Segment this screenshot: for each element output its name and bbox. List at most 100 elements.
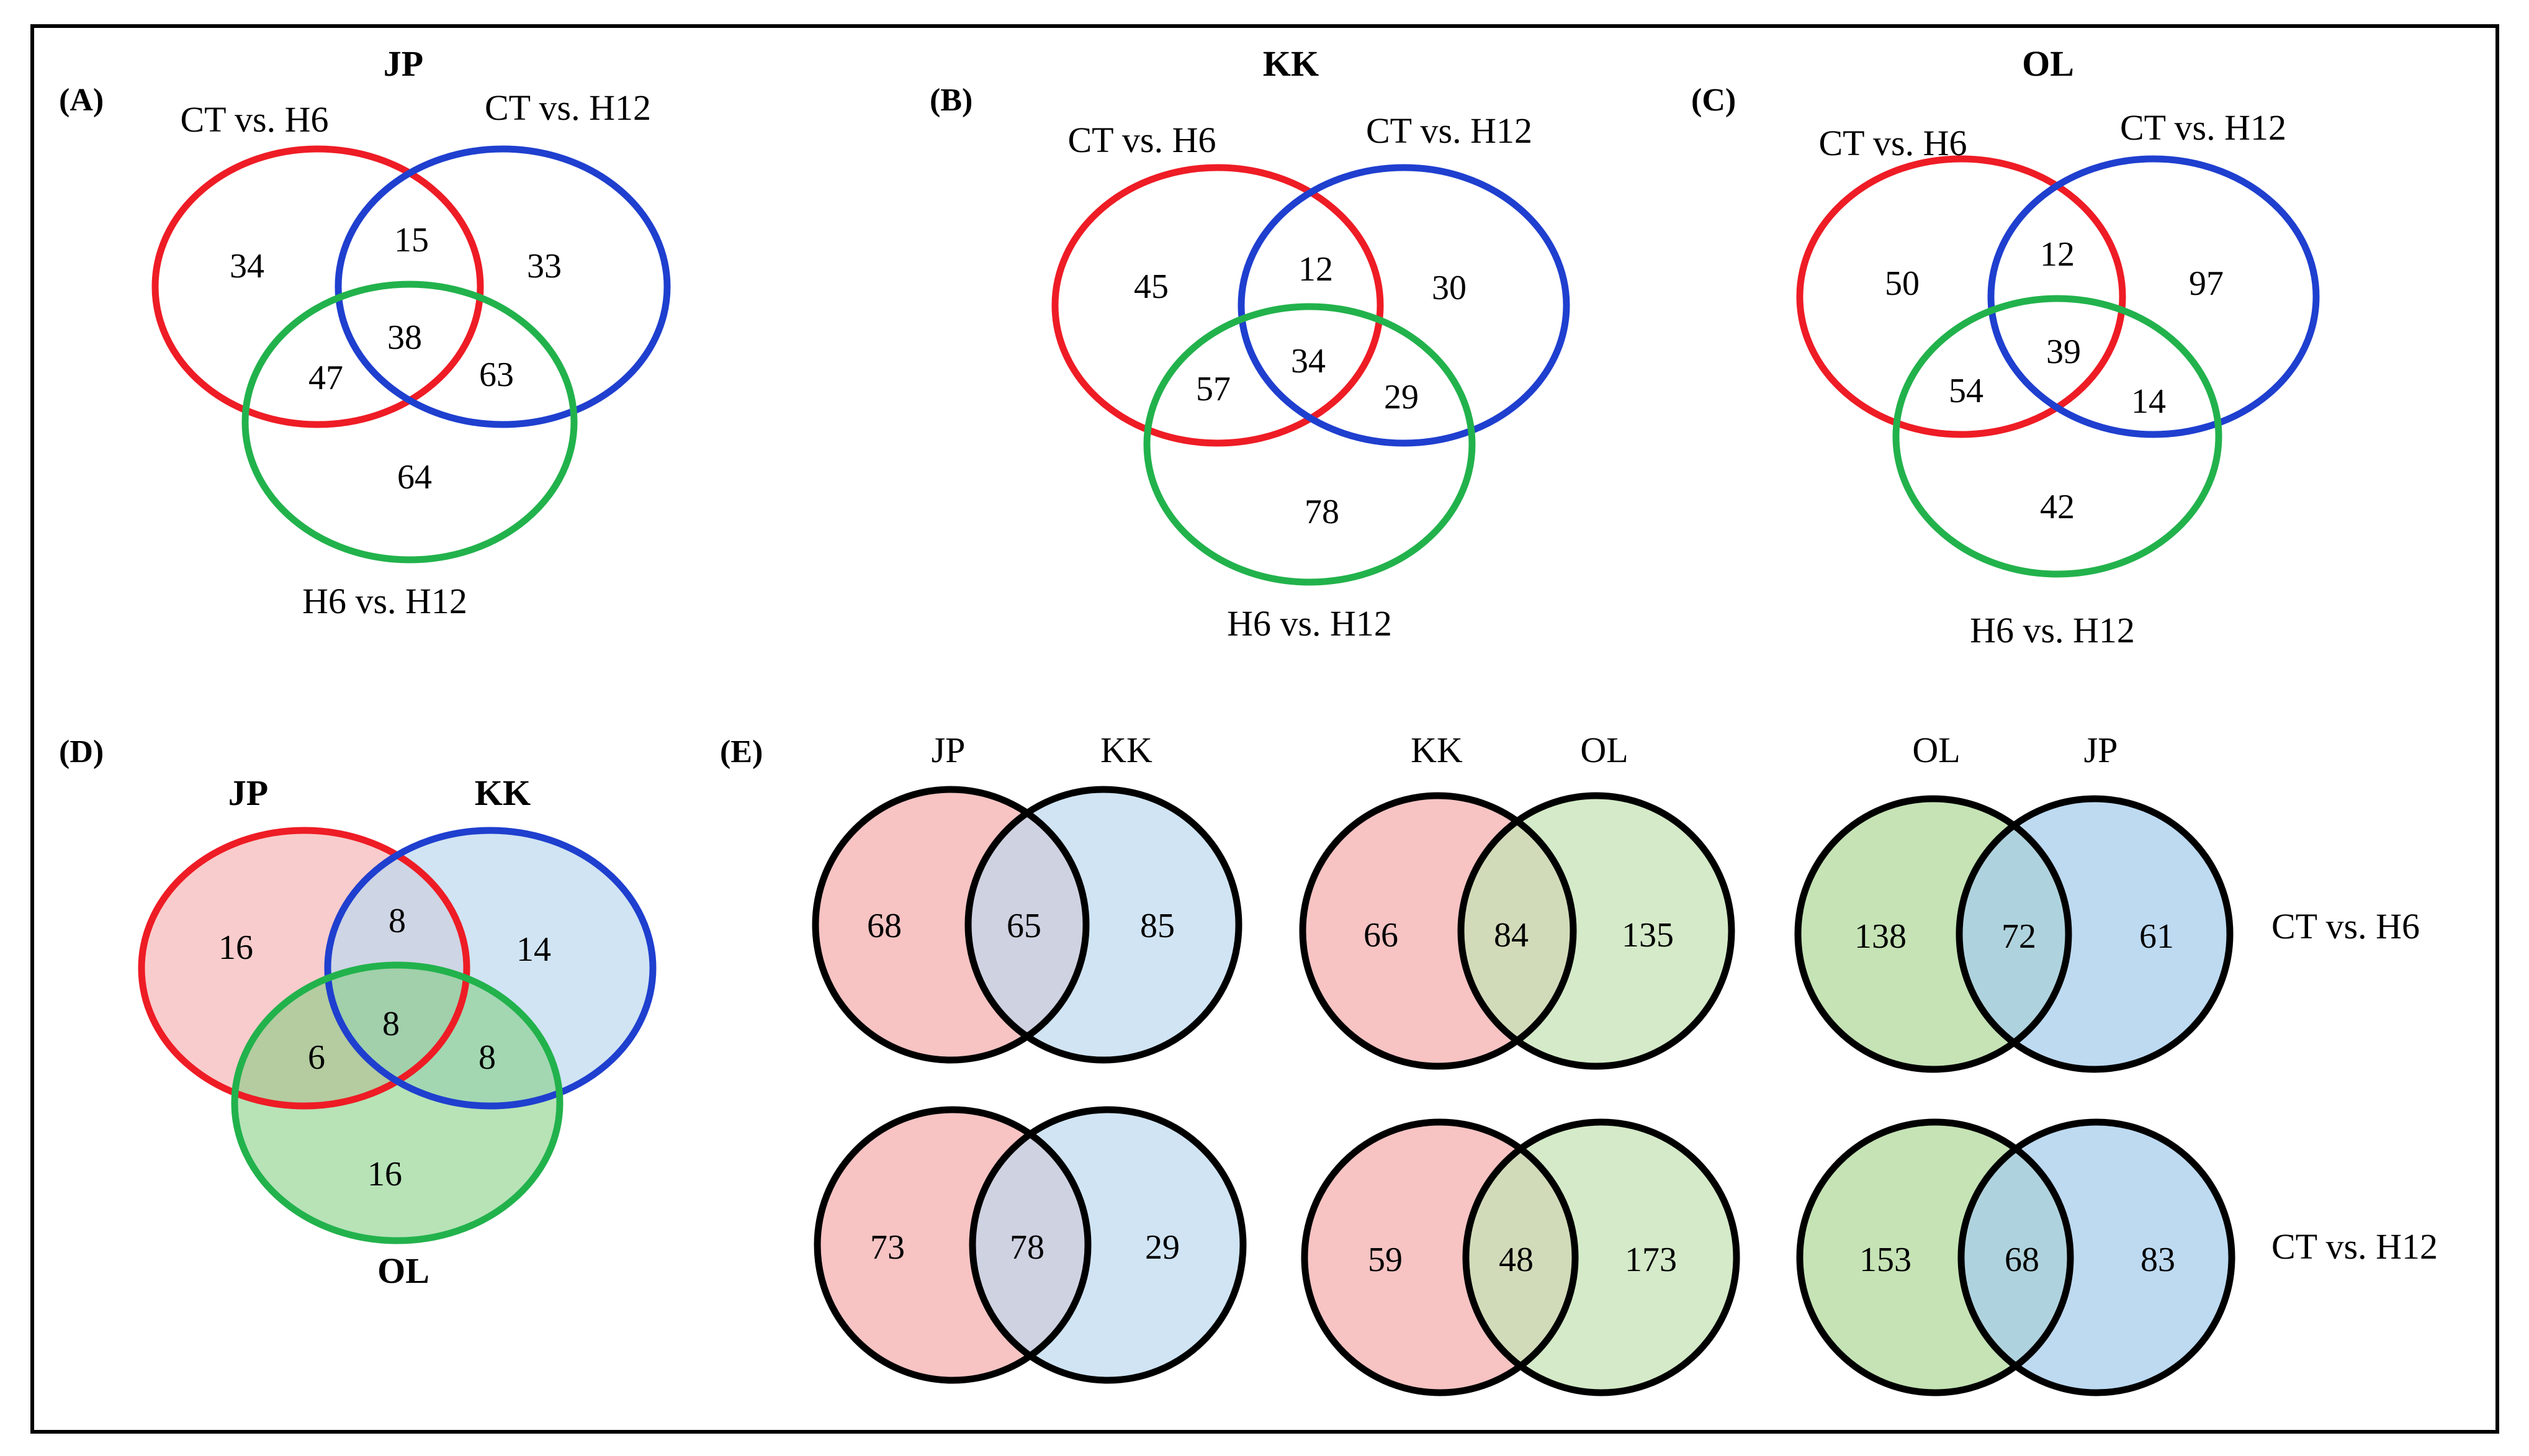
panel-c-title: OL [2022,43,2074,84]
panel-a: (A) JP CT vs. H6 CT vs. H12 H6 vs. H12 3… [59,43,671,621]
region-value: 78 [1010,1228,1044,1267]
region-value: 8 [478,1038,496,1077]
venn-circle-ol [231,961,564,1244]
venn-pair-jp-kk-ct-vs-h6: 68 65 85 [812,786,1242,1064]
region-value: 83 [2140,1241,2175,1279]
venn-circle-ol [1796,1118,2074,1396]
column-header-jp: JP [2084,730,2118,770]
region-value: 61 [2139,917,2174,956]
panel-d: (D) JP KK OL 16 8 14 8 6 8 16 [59,734,657,1291]
venn-circle-kk [964,786,1242,1064]
region-value: 42 [2040,488,2075,526]
region-value: 29 [1384,378,1419,416]
venn-circle-jp [1957,1118,2235,1396]
set-label-h6-vs-h12: H6 vs. H12 [1970,610,2135,650]
venn-circle-ol [1794,795,2072,1073]
region-value: 57 [1196,370,1231,408]
venn-circle-kk [1299,792,1577,1070]
region-value: 54 [1949,372,1983,410]
region-value: 45 [1134,267,1169,306]
region-value: 84 [1494,916,1529,955]
venn-circle-ct-vs-h6 [1051,164,1384,447]
venn-circle-ct-vs-h6 [151,145,484,428]
region-value: 8 [382,1005,400,1043]
region-value: 29 [1145,1228,1180,1267]
region-value: 68 [2005,1241,2039,1279]
region-value: 64 [397,458,432,497]
region-value: 16 [218,928,253,967]
column-header-kk: KK [1100,730,1152,770]
set-label-jp: JP [228,773,268,813]
venn-circle-jp [138,827,470,1110]
region-value: 47 [308,359,343,397]
column-header-jp: JP [932,730,966,770]
region-value: 34 [1291,342,1326,380]
panel-b-title: KK [1263,43,1319,84]
panel-a-title: JP [384,43,423,84]
region-value: 50 [1885,264,1920,303]
panel-d-tag: (D) [59,734,104,770]
region-value: 30 [1432,269,1467,307]
region-value: 59 [1368,1241,1403,1279]
panel-c-tag: (C) [1691,83,1736,118]
column-header-ol: OL [1580,730,1628,770]
panel-e: (E) JP KK KK OL OL JP CT vs. H6 CT vs. H… [720,730,2438,1396]
venn-fill-kk [968,789,1239,1060]
venn-circle-jp [814,1106,1092,1384]
venn-fill-kk [973,1110,1243,1380]
venn-fill-jp [1959,799,2230,1069]
venn-circle-ol [1457,792,1735,1070]
region-value: 15 [394,221,429,259]
set-label-ct-vs-h6: CT vs. H6 [1067,120,1216,160]
set-label-ct-vs-h12: CT vs. H12 [485,88,651,128]
venn-circle-h6-vs-h12 [1143,303,1476,586]
set-label-h6-vs-h12: H6 vs. H12 [1227,603,1392,644]
region-value: 63 [479,356,514,394]
set-label-h6-vs-h12: H6 vs. H12 [302,581,467,621]
row-label-ct-vs-h12: CT vs. H12 [2271,1226,2438,1267]
set-label-ct-vs-h6: CT vs. H6 [180,99,328,140]
region-value: 138 [1854,917,1907,956]
panel-b-tag: (B) [930,83,973,118]
venn-circle-ct-vs-h12 [1987,155,2320,438]
venn-circle-kk [969,1106,1247,1384]
venn-circle-ct-vs-h12 [335,145,671,428]
venn-fill-ol [1461,796,1732,1066]
region-value: 68 [867,907,902,945]
region-value: 78 [1305,493,1339,531]
row-label-ct-vs-h6: CT vs. H6 [2271,906,2420,946]
region-value: 97 [2189,264,2224,303]
region-value: 12 [2040,235,2075,274]
region-value: 135 [1622,916,1674,955]
venn-circle-ct-vs-h6 [1796,155,2126,438]
set-label-ct-vs-h12: CT vs. H12 [2120,107,2286,148]
region-value: 39 [2046,333,2081,371]
venn-pair-kk-ol-ct-vs-h6: 66 84 135 [1299,792,1735,1070]
column-header-kk: KK [1411,730,1463,770]
region-value: 14 [516,930,551,969]
region-value: 66 [1363,916,1398,955]
venn-circle-kk [324,827,657,1110]
region-value: 33 [527,247,562,285]
region-value: 73 [870,1228,905,1267]
set-label-ct-vs-h12: CT vs. H12 [1366,110,1532,151]
region-value: 14 [2131,382,2166,421]
panel-b: (B) KK CT vs. H6 CT vs. H12 H6 vs. H12 4… [930,43,1570,644]
venn-fill-ol [1466,1122,1736,1393]
region-value: 34 [230,247,264,285]
venn-pair-jp-kk-ct-vs-h12: 73 78 29 [814,1106,1247,1384]
region-value: 48 [1499,1241,1534,1279]
venn-circle-jp [812,786,1090,1064]
region-value: 173 [1625,1241,1677,1279]
panel-e-tag: (E) [720,734,763,770]
venn-circle-h6-vs-h12 [1892,295,2222,578]
region-value: 85 [1140,907,1175,945]
figure-border [30,24,2499,1434]
venn-pair-ol-jp-ct-vs-h6: 138 72 61 [1794,795,2234,1073]
venn-pair-ol-jp-ct-vs-h12: 153 68 83 [1796,1118,2235,1396]
venn-circle-h6-vs-h12 [241,281,578,564]
panel-c: (C) OL CT vs. H6 CT vs. H12 H6 vs. H12 5… [1691,43,2320,650]
region-value: 16 [367,1155,402,1193]
